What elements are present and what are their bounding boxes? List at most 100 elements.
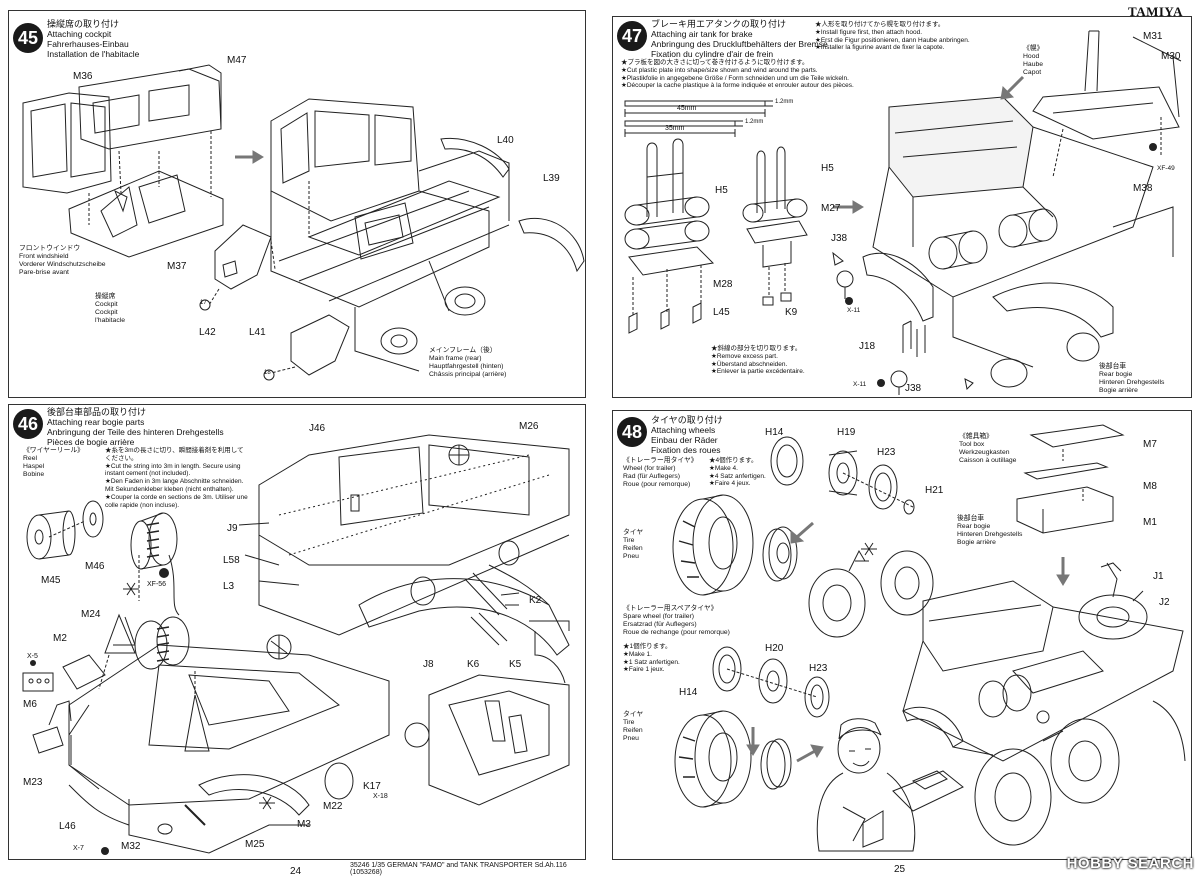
part-h20: H20	[765, 643, 784, 654]
main-frame-caption: メインフレーム（後） Main frame (rear) Hauptfahrge…	[429, 347, 507, 378]
part-k6: K6	[467, 659, 480, 670]
step-title: 操縦席の取り付け Attaching cockpit Fahrerhauses-…	[47, 19, 140, 59]
part-m30: M30	[1161, 51, 1181, 62]
paint-xf56: XF-56	[147, 581, 167, 588]
spare-wheel-caption: 《トレーラー用スペアタイヤ》 Spare wheel (for trailer)…	[623, 605, 730, 636]
rear-bogie-caption-48: 後部台車 Rear bogie Hinteren Drehgestells Bo…	[957, 515, 1023, 546]
part-k9: K9	[785, 307, 798, 318]
step-number: 45	[13, 23, 43, 53]
tamiya-logo: TAMIYA	[1128, 4, 1184, 19]
part-h23-bottom: H23	[809, 663, 828, 674]
make-1-note: ★1個作ります。 ★Make 1. ★1 Satz anfertigen. ★F…	[623, 643, 680, 674]
product-line: 35246 1/35 GERMAN "FAMO" and TANK TRANSP…	[350, 862, 567, 876]
part-h14-top: H14	[765, 427, 784, 438]
part-m36: M36	[73, 71, 93, 82]
toolbox-caption: 《雑具箱》 Tool box Werkzeugkasten Caisson à …	[959, 433, 1017, 464]
part-m23: M23	[23, 777, 43, 788]
part-m25: M25	[245, 839, 265, 850]
air-tank-drawing	[613, 17, 1192, 398]
step-title: 後部台車部品の取り付け Attaching rear bogie parts A…	[47, 407, 224, 447]
part-m22: M22	[323, 801, 343, 812]
part-l3: L3	[223, 581, 235, 592]
part-m2: M2	[53, 633, 67, 644]
part-h23-top: H23	[877, 447, 896, 458]
part-j1: J1	[1153, 571, 1164, 582]
page-25: TAMIYA 47 ブレーキ用エアタンクの取り付け Attaching air …	[600, 0, 1200, 878]
part-j18: J18	[859, 341, 876, 352]
step-number: 47	[617, 21, 647, 51]
rear-bogie-caption: 後部台車 Rear bogie Hinteren Drehgestells Bo…	[1099, 363, 1165, 394]
ref-18: 18	[264, 370, 271, 376]
paint-x11-top: X-11	[847, 307, 861, 314]
part-m45: M45	[41, 575, 61, 586]
part-m26: M26	[519, 421, 539, 432]
part-m3: M3	[297, 819, 311, 830]
part-m7: M7	[1143, 439, 1157, 450]
part-j8: J8	[423, 659, 434, 670]
paint-x18: X-18	[373, 793, 388, 800]
part-j46: J46	[309, 423, 326, 434]
part-m32: M32	[121, 841, 141, 852]
cockpit-caption: 操縦席 Cockpit Cockpit l'habitacle	[95, 293, 126, 324]
page-number-left: 24	[290, 866, 302, 877]
string-note: ★糸を3mの長さに切り、瞬間接着剤を利用して ください。 ★Cut the st…	[105, 447, 248, 509]
paint-xf49: XF-49	[1157, 165, 1175, 172]
paint-x7: X-7	[73, 845, 84, 852]
tire-caption-1: タイヤ Tire Reifen Pneu	[623, 529, 644, 560]
step-number: 46	[13, 409, 43, 439]
hood-caption: 《幌》 Hood Haube Capot	[1023, 45, 1044, 76]
thickness-2: 1.2mm	[745, 119, 764, 125]
part-h21: H21	[925, 485, 944, 496]
part-l39: L39	[543, 173, 560, 184]
page-24: 45 操縦席の取り付け Attaching cockpit Fahrerhaus…	[8, 10, 586, 877]
figure-note: ★人形を取り付けてから幌を取り付けます。 ★Install figure fir…	[815, 21, 970, 52]
hobby-search-watermark: HOBBY SEARCH	[1066, 855, 1194, 872]
cockpit-assembly-drawing	[9, 11, 586, 398]
step-title: ブレーキ用エアタンクの取り付け Attaching air tank for b…	[651, 19, 828, 59]
part-m1: M1	[1143, 517, 1157, 528]
cut-note: ★斜線の部分を切り取ります。 ★Remove excess part. ★Übe…	[711, 345, 805, 376]
part-m47: M47	[227, 55, 247, 66]
part-l58: L58	[223, 555, 240, 566]
step-47-panel: 47 ブレーキ用エアタンクの取り付け Attaching air tank fo…	[612, 16, 1192, 398]
part-h5-right: H5	[821, 163, 834, 174]
part-m38: M38	[1133, 183, 1153, 194]
paint-x5: X-5	[27, 653, 38, 660]
step-number: 48	[617, 417, 647, 447]
step-46-panel: 46 後部台車部品の取り付け Attaching rear bogie part…	[8, 404, 586, 860]
part-m46: M46	[85, 561, 105, 572]
page-number-right: 25	[894, 864, 906, 875]
wheels-drawing	[613, 411, 1192, 860]
part-k17: K17	[363, 781, 381, 792]
part-l46: L46	[59, 821, 76, 832]
thickness-1: 1.2mm	[775, 99, 794, 105]
part-m24: M24	[81, 609, 101, 620]
part-l45: L45	[713, 307, 730, 318]
plastic-plate-note: ★プラ板を図の大きさに切って巻き付けるように取り付けます。 ★Cut plast…	[621, 59, 854, 90]
part-j38-top: J38	[831, 233, 848, 244]
part-m37: M37	[167, 261, 187, 272]
dim-35mm: 35mm	[665, 125, 685, 132]
trailer-wheel-caption: 《トレーラー用タイヤ》 Wheel (for trailer) Rad (für…	[623, 457, 698, 488]
part-l40: L40	[497, 135, 514, 146]
make-4-note: ★4個作ります。 ★Make 4. ★4 Satz anfertigen. ★F…	[709, 457, 766, 488]
part-l41: L41	[249, 327, 266, 338]
tire-caption-2: タイヤ Tire Reifen Pneu	[623, 711, 644, 742]
part-m31: M31	[1143, 31, 1163, 42]
part-l42: L42	[199, 327, 216, 338]
part-m28: M28	[713, 279, 733, 290]
windshield-caption: フロントウインドウ Front windshield Vorderer Wind…	[19, 245, 106, 276]
part-k5: K5	[509, 659, 522, 670]
part-j9: J9	[227, 523, 238, 534]
paint-x11-bottom: X-11	[853, 381, 867, 388]
part-h14-bottom: H14	[679, 687, 698, 698]
part-h19: H19	[837, 427, 856, 438]
step-title: タイヤの取り付け Attaching wheels Einbau der Räd…	[651, 415, 723, 455]
reel-caption: 《ワイヤーリール》 Reel Haspel Bobine	[23, 447, 84, 478]
part-h5-left: H5	[715, 185, 728, 196]
part-m6: M6	[23, 699, 37, 710]
step-45-panel: 45 操縦席の取り付け Attaching cockpit Fahrerhaus…	[8, 10, 586, 398]
step-48-panel: 48 タイヤの取り付け Attaching wheels Einbau der …	[612, 410, 1192, 860]
rear-bogie-drawing	[9, 405, 586, 855]
ref-17: 17	[200, 300, 207, 306]
